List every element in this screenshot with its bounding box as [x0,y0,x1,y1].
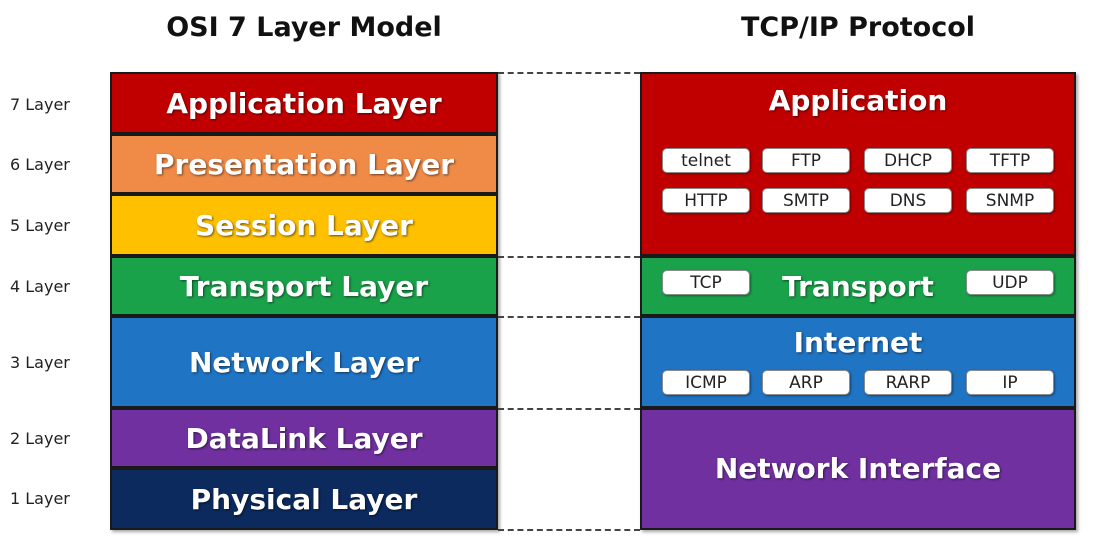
osi-application-label: Application Layer [166,86,442,120]
osi-session-label: Session Layer [195,208,413,242]
layer-number-3: 3 Layer [10,352,70,372]
tcpip-internet-layer: Internet ICMP ARP RARP IP [640,316,1076,408]
protocol-ftp: FTP [762,148,850,173]
osi-datalink-label: DataLink Layer [185,421,423,455]
protocol-tftp: TFTP [966,148,1054,173]
layer-number-2: 2 Layer [10,428,70,448]
protocol-udp: UDP [966,270,1054,295]
tcpip-internet-label: Internet [793,326,923,359]
osi-presentation-layer: Presentation Layer [110,134,498,194]
osi-transport-label: Transport Layer [179,269,429,303]
boundary-dash-transport-internet [498,316,640,318]
layer-number-1: 1 Layer [10,488,70,508]
tcpip-network-interface-layer: Network Interface [640,408,1076,530]
osi-application-layer: Application Layer [110,72,498,134]
osi-model-title: OSI 7 Layer Model [166,12,442,43]
layer-number-7: 7 Layer [10,94,70,114]
tcpip-protocol-title: TCP/IP Protocol [740,12,976,43]
tcpip-transport-layer: Transport TCP UDP [640,256,1076,316]
protocol-snmp: SNMP [966,188,1054,213]
protocol-dhcp: DHCP [864,148,952,173]
boundary-dash-bottom [498,529,640,531]
protocol-tcp: TCP [662,270,750,295]
osi-physical-layer: Physical Layer [110,468,498,530]
protocol-icmp: ICMP [662,370,750,395]
osi-physical-label: Physical Layer [190,482,418,516]
tcpip-application-label: Application [768,84,948,117]
layer-number-6: 6 Layer [10,154,70,174]
osi-session-layer: Session Layer [110,194,498,256]
protocol-smtp: SMTP [762,188,850,213]
tcpip-application-layer: Application telnet FTP DHCP TFTP HTTP SM… [640,72,1076,256]
boundary-dash-internet-network [498,408,640,410]
boundary-dash-application-transport [498,256,640,258]
layer-number-4: 4 Layer [10,276,70,296]
osi-network-label: Network Layer [188,345,419,379]
protocol-rarp: RARP [864,370,952,395]
protocol-telnet: telnet [662,148,750,173]
protocol-arp: ARP [762,370,850,395]
osi-presentation-label: Presentation Layer [153,147,454,181]
layer-number-5: 5 Layer [10,215,70,235]
osi-datalink-layer: DataLink Layer [110,408,498,468]
boundary-dash-top [498,72,640,74]
osi-network-layer: Network Layer [110,316,498,408]
tcpip-network-interface-label: Network Interface [714,452,1002,485]
protocol-http: HTTP [662,188,750,213]
osi-transport-layer: Transport Layer [110,256,498,316]
tcpip-transport-label: Transport [782,270,934,303]
protocol-ip: IP [966,370,1054,395]
protocol-dns: DNS [864,188,952,213]
